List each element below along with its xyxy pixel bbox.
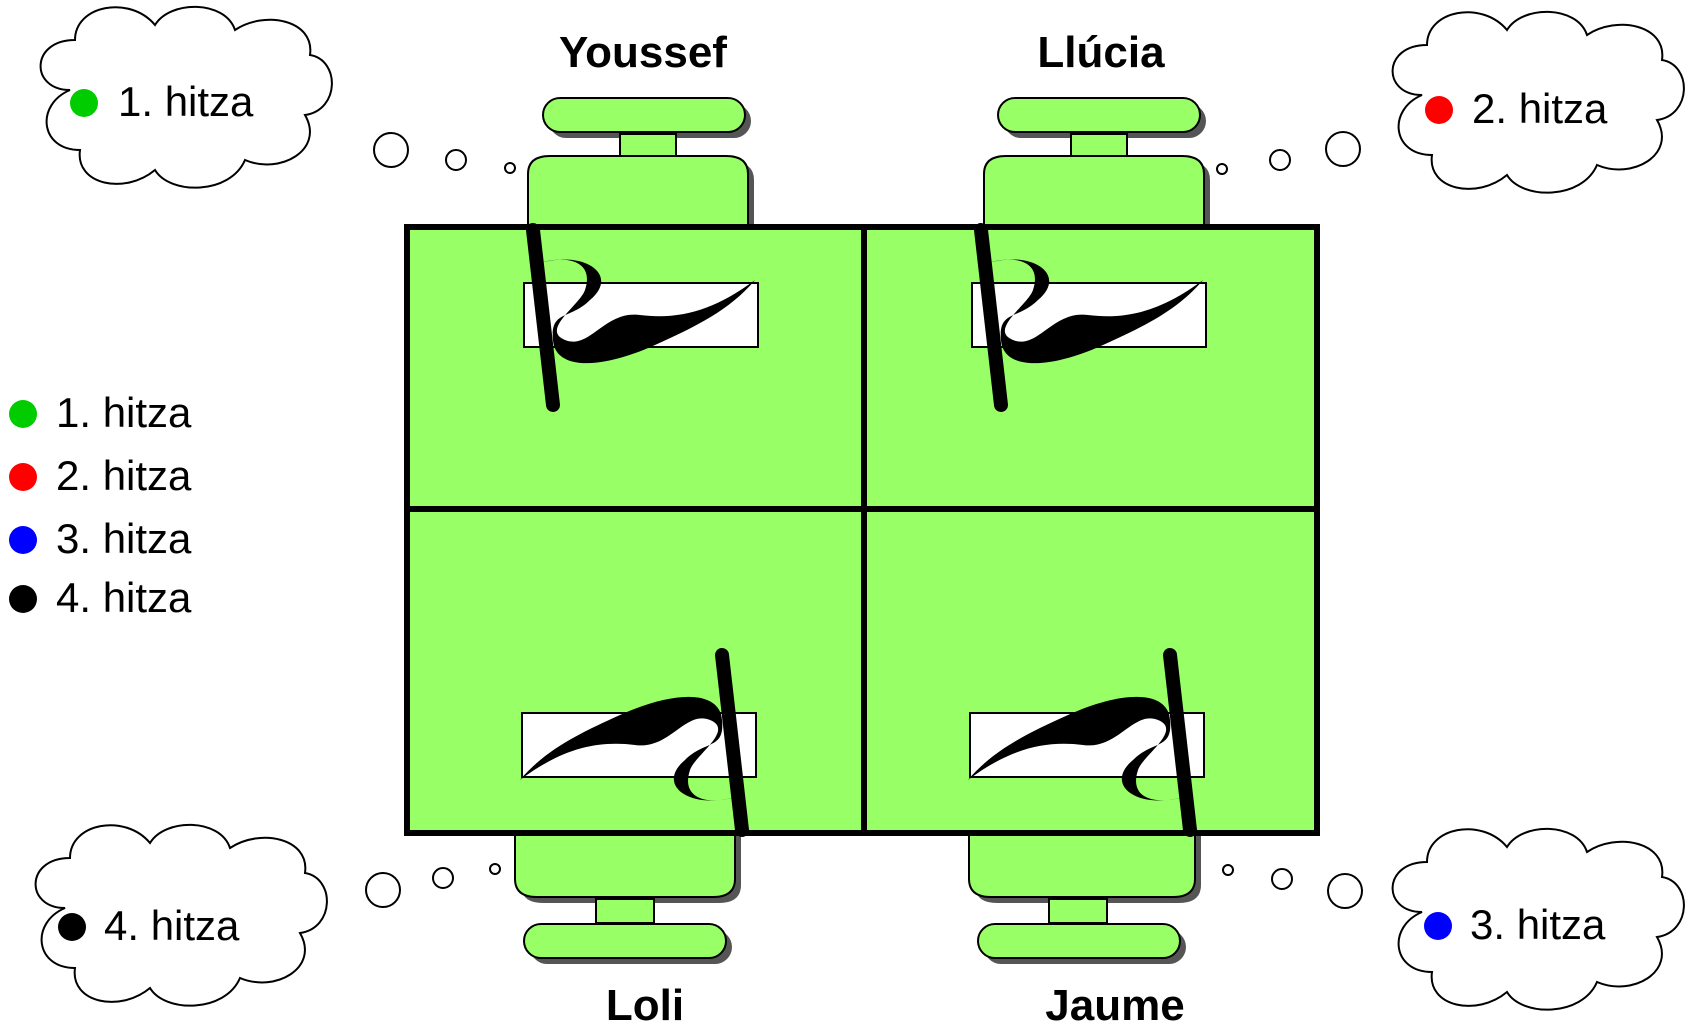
thought-cloud-text: 3. hitza: [1470, 901, 1606, 948]
legend: 1. hitza 2. hitza 3. hitza 4. hitza: [9, 389, 192, 621]
thought-bubble: [1328, 874, 1362, 908]
legend-dot: [9, 400, 37, 428]
legend-label: 2. hitza: [56, 452, 192, 499]
thought-bubble: [433, 868, 453, 888]
thought-bubble: [1223, 865, 1233, 875]
thought-bubble: [1272, 869, 1292, 889]
thought-bubble: [1326, 132, 1360, 166]
thought-bubble: [446, 150, 466, 170]
person-name-bottom-left: Loli: [606, 981, 684, 1030]
thought-cloud-bottom-left: 4. hitza: [36, 825, 500, 1006]
chair-bottom-right: [969, 824, 1201, 964]
thought-bubble: [1270, 150, 1290, 170]
thought-cloud-text: 2. hitza: [1472, 85, 1608, 132]
thought-bubble: [366, 873, 400, 907]
thought-cloud-top-right: 2. hitza: [1217, 12, 1684, 193]
legend-item: 3. hitza: [9, 515, 192, 562]
chair-top-right: [984, 98, 1210, 236]
legend-label: 4. hitza: [56, 574, 192, 621]
legend-dot: [9, 526, 37, 554]
thought-bubble: [1217, 164, 1227, 174]
thought-bubble: [505, 163, 515, 173]
person-name-bottom-right: Jaume: [1045, 981, 1184, 1030]
legend-item: 4. hitza: [9, 574, 192, 621]
word-dot: [1424, 912, 1452, 940]
thought-bubble: [374, 133, 408, 167]
thought-cloud-bottom-right: 3. hitza: [1223, 829, 1684, 1010]
person-name-top-left: Youssef: [559, 28, 727, 77]
person-name-top-right: Llúcia: [1037, 28, 1165, 77]
word-dot: [58, 913, 86, 941]
thought-bubble: [490, 864, 500, 874]
legend-item: 2. hitza: [9, 452, 192, 499]
legend-dot: [9, 585, 37, 613]
thought-cloud-top-left: 1. hitza: [41, 7, 515, 188]
word-dot: [1425, 96, 1453, 124]
thought-cloud-text: 4. hitza: [104, 902, 240, 949]
legend-dot: [9, 463, 37, 491]
chair-top-left: [528, 98, 754, 236]
legend-label: 3. hitza: [56, 515, 192, 562]
thought-cloud-text: 1. hitza: [118, 78, 254, 125]
legend-label: 1. hitza: [56, 389, 192, 436]
word-dot: [70, 89, 98, 117]
chair-bottom-left: [515, 824, 741, 964]
legend-item: 1. hitza: [9, 389, 192, 436]
